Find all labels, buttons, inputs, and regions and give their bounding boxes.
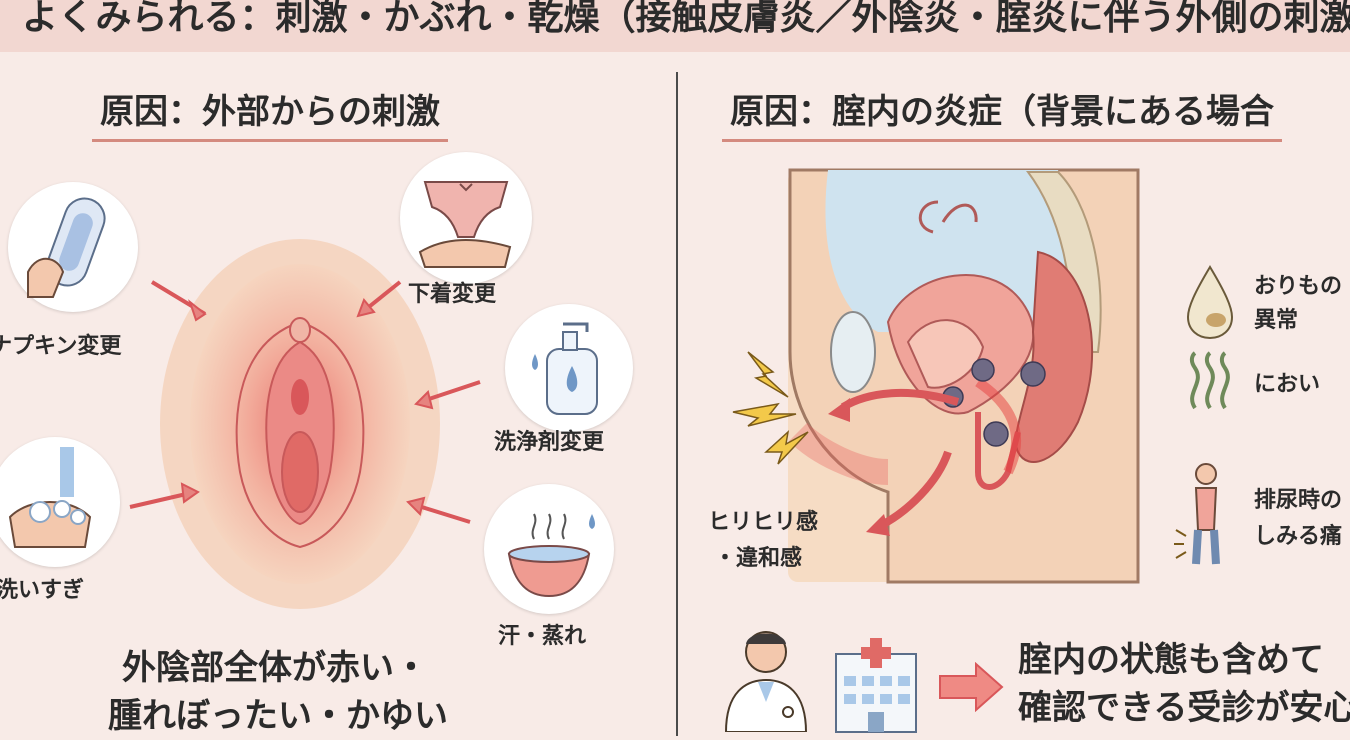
sweat-bowl-icon: [484, 484, 614, 614]
panel-divider: [676, 72, 678, 736]
pelvic-cross-section: [732, 168, 1140, 584]
advice-line-1: 腟内の状態も含めて: [1018, 640, 1324, 680]
symptom-discharge-2: 異常: [1254, 308, 1299, 333]
advice-line-2: 確認できる受診が安心: [1018, 688, 1350, 728]
pain-label-2: ・違和感: [714, 546, 803, 571]
label-sweat: 汗・蒸れ: [498, 624, 587, 649]
doctor-icon: [724, 631, 808, 732]
right-heading: 原因：腟内の炎症（背景にある場合: [722, 84, 1282, 142]
symptom-urination-1: 排尿時の: [1254, 488, 1343, 513]
symptom-discharge-1: おりもの: [1254, 274, 1343, 299]
underwear-icon: [400, 152, 532, 284]
symptom-urination-2: しみる痛: [1254, 524, 1343, 549]
right-panel: 原因：腟内の炎症（背景にある場合 ヒリヒリ感 ・違和感: [678, 52, 1350, 736]
washing-hands-icon: [0, 437, 120, 567]
discharge-drop-icon: [1186, 265, 1234, 340]
label-underwear: 下着変更: [408, 282, 497, 307]
odor-icon: [1189, 351, 1230, 410]
sanitary-pad-icon: [8, 182, 138, 312]
banner-title: ）よくみられる：刺激・かぶれ・乾燥（接触皮膚炎／外陰炎・腟炎に伴う外側の刺激: [0, 0, 1350, 38]
symptom-odor: におい: [1254, 372, 1321, 397]
label-overwashing: 洗いすぎ: [0, 578, 85, 603]
summary-line-2: 腫れぼったい・かゆい: [108, 696, 448, 736]
urination-pain-icon: [1174, 463, 1220, 565]
hospital-icon: [835, 638, 917, 733]
label-cleanser: 洗浄剤変更: [494, 430, 605, 455]
pain-label-1: ヒリヒリ感: [708, 510, 819, 535]
label-napkin: ナプキン変更: [0, 334, 122, 359]
soap-bottle-icon: [505, 304, 633, 432]
title-banner: ）よくみられる：刺激・かぶれ・乾燥（接触皮膚炎／外陰炎・腟炎に伴う外側の刺激: [0, 0, 1350, 52]
summary-line-1: 外陰部全体が赤い・: [122, 648, 428, 688]
vulva-illustration: [129, 239, 481, 609]
arrow-right-icon: [939, 662, 1004, 712]
left-heading: 原因：外部からの刺激: [92, 84, 448, 142]
left-panel: 原因：外部からの刺激: [0, 52, 676, 736]
